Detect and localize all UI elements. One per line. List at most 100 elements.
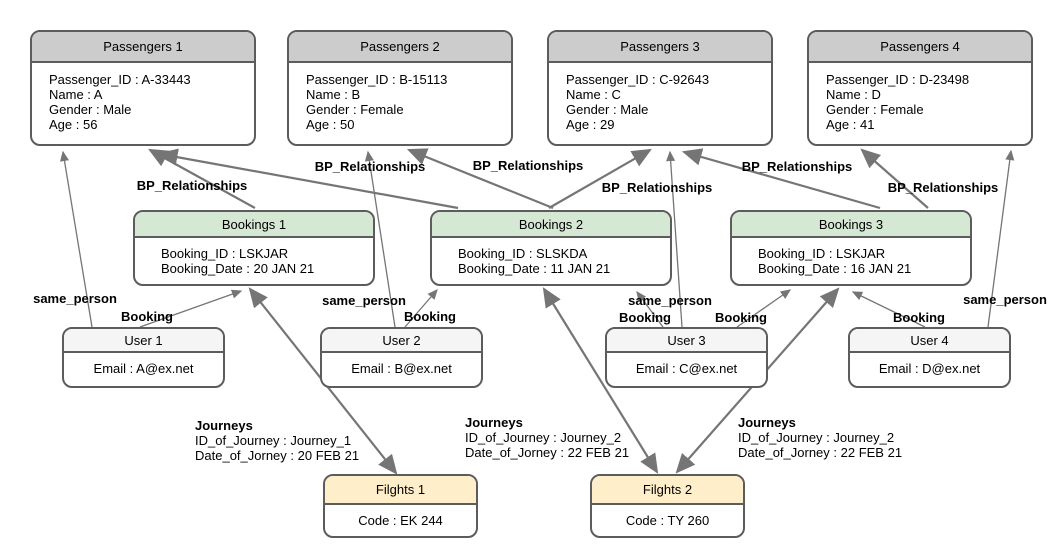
field-name: Name : D: [826, 87, 881, 102]
field-age: Age : 41: [826, 117, 875, 132]
edge-label-bp-relationships: BP_Relationships: [136, 178, 248, 193]
field-gender: Gender : Male: [566, 102, 649, 117]
edge-bp-bookings3-passenger3: [681, 148, 881, 210]
journey-note-date: Date_of_Jorney : 22 FEB 21: [738, 445, 903, 460]
field-booking-id: Booking_ID : LSKJAR: [758, 246, 886, 261]
node-bookings-1[interactable]: Bookings 1 Booking_ID : LSKJAR Booking_D…: [133, 210, 375, 286]
journey-note-date: Date_of_Jorney : 22 FEB 21: [465, 445, 630, 460]
node-flights-1[interactable]: Filghts 1 Code : EK 244: [323, 474, 478, 538]
node-title: User 3: [607, 329, 766, 353]
field-passenger-id: Passenger_ID : D-23498: [826, 72, 970, 87]
edge-booking-user2-bookings2: [404, 289, 438, 328]
node-title: Passengers 4: [809, 32, 1031, 63]
node-body: Email : B@ex.net: [322, 353, 481, 376]
edge-label-booking: Booking: [404, 309, 456, 324]
edge-same-person-user4-passenger4: [987, 149, 1015, 328]
journey-note-id: ID_of_Journey : Journey_2: [738, 430, 895, 445]
node-body: Passenger_ID : A-33443 Name : A Gender :…: [32, 63, 254, 132]
node-title: User 2: [322, 329, 481, 353]
field-booking-date: Booking_Date : 16 JAN 21: [758, 261, 912, 276]
node-user-2[interactable]: User 2 Email : B@ex.net: [320, 327, 483, 388]
node-body: Email : A@ex.net: [64, 353, 223, 376]
node-title: Bookings 1: [135, 212, 373, 238]
edge-label-same-person: same_person: [963, 292, 1047, 307]
node-title: Bookings 2: [432, 212, 670, 238]
edge-label-booking: Booking: [619, 310, 671, 325]
node-title: Passengers 3: [549, 32, 771, 63]
node-body: Passenger_ID : D-23498 Name : D Gender :…: [809, 63, 1031, 132]
node-body: Passenger_ID : C-92643 Name : C Gender :…: [549, 63, 771, 132]
node-body: Booking_ID : LSKJAR Booking_Date : 16 JA…: [732, 238, 970, 276]
node-bookings-2[interactable]: Bookings 2 Booking_ID : SLSKDA Booking_D…: [430, 210, 672, 286]
field-booking-id: Booking_ID : LSKJAR: [161, 246, 289, 261]
field-age: Age : 56: [49, 117, 98, 132]
edge-booking-user4-bookings3: [851, 291, 926, 328]
field-passenger-id: Passenger_ID : B-15113: [306, 72, 448, 87]
journey-note-heading: Journeys: [465, 415, 523, 430]
node-body: Code : TY 260: [592, 505, 743, 528]
node-bookings-3[interactable]: Bookings 3 Booking_ID : LSKJAR Booking_D…: [730, 210, 972, 286]
field-email: Email : B@ex.net: [351, 361, 452, 376]
node-body: Booking_ID : SLSKDA Booking_Date : 11 JA…: [432, 238, 670, 276]
node-title: User 1: [64, 329, 223, 353]
node-body: Booking_ID : LSKJAR Booking_Date : 20 JA…: [135, 238, 373, 276]
field-gender: Gender : Male: [49, 102, 132, 117]
node-body: Code : EK 244: [325, 505, 476, 528]
field-code: Code : TY 260: [625, 513, 710, 528]
edge-label-bp-relationships: BP_Relationships: [314, 159, 426, 174]
edge-label-same-person: same_person: [628, 293, 712, 308]
field-booking-id: Booking_ID : SLSKDA: [458, 246, 588, 261]
node-passengers-3[interactable]: Passengers 3 Passenger_ID : C-92643 Name…: [547, 30, 773, 146]
node-passengers-2[interactable]: Passengers 2 Passenger_ID : B-15113 Name…: [287, 30, 513, 146]
node-title: Filghts 1: [325, 476, 476, 505]
edge-bp-bookings2-passenger2: [406, 148, 554, 210]
edge-label-booking: Booking: [121, 309, 173, 324]
field-gender: Gender : Female: [826, 102, 924, 117]
node-user-3[interactable]: User 3 Email : C@ex.net: [605, 327, 768, 388]
edge-bp-bookings2-passenger1: [157, 148, 459, 210]
field-passenger-id: Passenger_ID : A-33443: [49, 72, 191, 87]
node-user-1[interactable]: User 1 Email : A@ex.net: [62, 327, 225, 388]
node-body: Passenger_ID : B-15113 Name : B Gender :…: [289, 63, 511, 132]
node-body: Email : C@ex.net: [607, 353, 766, 376]
node-passengers-1[interactable]: Passengers 1 Passenger_ID : A-33443 Name…: [30, 30, 256, 146]
edge-label-bp-relationships: BP_Relationships: [601, 180, 713, 195]
journey-note-id: ID_of_Journey : Journey_2: [465, 430, 622, 445]
edge-bp-bookings3-passenger4: [860, 148, 929, 209]
node-title: Filghts 2: [592, 476, 743, 505]
node-title: Passengers 2: [289, 32, 511, 63]
node-passengers-4[interactable]: Passengers 4 Passenger_ID : D-23498 Name…: [807, 30, 1033, 146]
field-name: Name : A: [49, 87, 103, 102]
edge-booking-user1-bookings1: [139, 289, 243, 328]
field-name: Name : B: [306, 87, 361, 102]
node-title: Bookings 3: [732, 212, 970, 238]
node-title: User 4: [850, 329, 1009, 353]
field-email: Email : A@ex.net: [93, 361, 194, 376]
node-flights-2[interactable]: Filghts 2 Code : TY 260: [590, 474, 745, 538]
field-gender: Gender : Female: [306, 102, 404, 117]
journey-note-heading: Journeys: [195, 418, 253, 433]
journey-note-1: Journeys ID_of_Journey : Journey_1 Date_…: [195, 418, 359, 463]
field-age: Age : 29: [566, 117, 615, 132]
edge-label-booking: Booking: [893, 310, 945, 325]
journey-note-2: Journeys ID_of_Journey : Journey_2 Date_…: [465, 415, 629, 460]
edge-label-booking: Booking: [715, 310, 767, 325]
node-user-4[interactable]: User 4 Email : D@ex.net: [848, 327, 1011, 388]
field-age: Age : 50: [306, 117, 355, 132]
journey-note-date: Date_of_Jorney : 20 FEB 21: [195, 448, 360, 463]
journey-note-id: ID_of_Journey : Journey_1: [195, 433, 352, 448]
field-email: Email : C@ex.net: [635, 361, 738, 376]
edge-label-same-person: same_person: [33, 291, 117, 306]
edge-same-person-user1-passenger1: [59, 150, 93, 328]
edge-label-same-person: same_person: [322, 293, 406, 308]
edge-label-bp-relationships: BP_Relationships: [741, 159, 853, 174]
journey-note-3: Journeys ID_of_Journey : Journey_2 Date_…: [738, 415, 902, 460]
field-passenger-id: Passenger_ID : C-92643: [566, 72, 710, 87]
field-email: Email : D@ex.net: [878, 361, 981, 376]
node-title: Passengers 1: [32, 32, 254, 63]
field-booking-date: Booking_Date : 20 JAN 21: [161, 261, 315, 276]
field-booking-date: Booking_Date : 11 JAN 21: [458, 261, 611, 276]
node-body: Email : D@ex.net: [850, 353, 1009, 376]
field-name: Name : C: [566, 87, 621, 102]
